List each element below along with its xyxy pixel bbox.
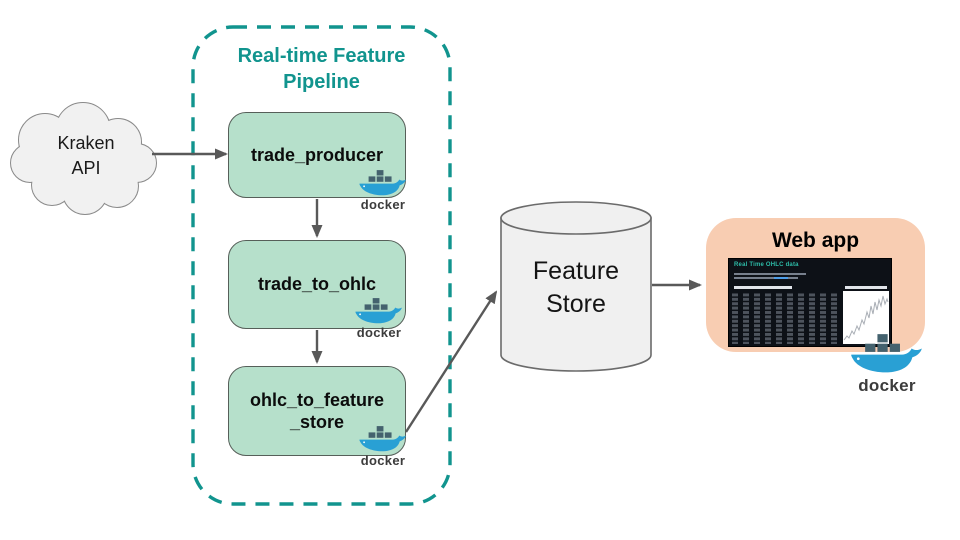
- kraken-api-label-line1: Kraken: [57, 133, 115, 153]
- dashboard-ohlc-table: [732, 292, 840, 344]
- pipeline-title-line2: Pipeline: [283, 71, 360, 93]
- dashboard-table-header: [734, 286, 792, 289]
- feature-store-label: Feature Store: [501, 255, 651, 321]
- kraken-cloud-shape: [10, 102, 157, 215]
- dashboard-chart-line: [843, 295, 889, 341]
- pipeline-title-line1: Real-time Feature: [237, 45, 406, 67]
- docker-badge-webapp: docker: [846, 334, 928, 396]
- service-label-trade-to-ohlc: trade_to_ohlc: [257, 274, 377, 295]
- docker-whale-icon: [851, 334, 922, 373]
- docker-label: docker: [360, 197, 406, 212]
- feature-store-label-line1: Feature: [532, 257, 620, 285]
- docker-badge-trade-to-ohlc: docker: [352, 298, 406, 340]
- service-box-trade-producer: trade_producer: [228, 112, 406, 198]
- service-label-trade-producer: trade_producer: [250, 144, 384, 165]
- docker-badge-trade-producer: docker: [356, 170, 410, 212]
- service-label-line1: ohlc_to_feature: [249, 389, 385, 410]
- service-label-line2: _store: [289, 412, 344, 432]
- dashboard-title: Real Time OHLC data: [734, 262, 799, 268]
- dashboard-description-line-with-link: [734, 277, 798, 279]
- docker-label: docker: [858, 376, 916, 395]
- feature-store-label-line2: Store: [546, 290, 606, 318]
- docker-whale-icon: [359, 426, 406, 452]
- dashboard-chart-header: [845, 286, 887, 289]
- docker-whale-icon: [355, 298, 402, 324]
- arrow-ohlc-to-feature-store-to-feature-store: [404, 290, 498, 433]
- webapp-dashboard-screenshot: Real Time OHLC data: [728, 258, 892, 347]
- kraken-api-node: Kraken API: [30, 131, 142, 181]
- docker-label: docker: [360, 453, 406, 468]
- docker-whale-icon: [359, 170, 406, 196]
- pipeline-boundary: [191, 25, 452, 506]
- webapp-node: Web app Real Time OHLC data: [706, 218, 925, 352]
- service-label-ohlc-to-feature-store: ohlc_to_feature _store: [250, 389, 384, 434]
- pipeline-title: Real-time Feature Pipeline: [193, 43, 450, 95]
- webapp-title: Web app: [771, 229, 860, 252]
- kraken-api-label-line2: API: [71, 157, 101, 178]
- dashboard-description-line: [734, 273, 806, 275]
- docker-label: docker: [356, 325, 402, 340]
- docker-badge-ohlc-to-feature-store: docker: [356, 426, 410, 468]
- feature-store-cylinder: [500, 201, 652, 372]
